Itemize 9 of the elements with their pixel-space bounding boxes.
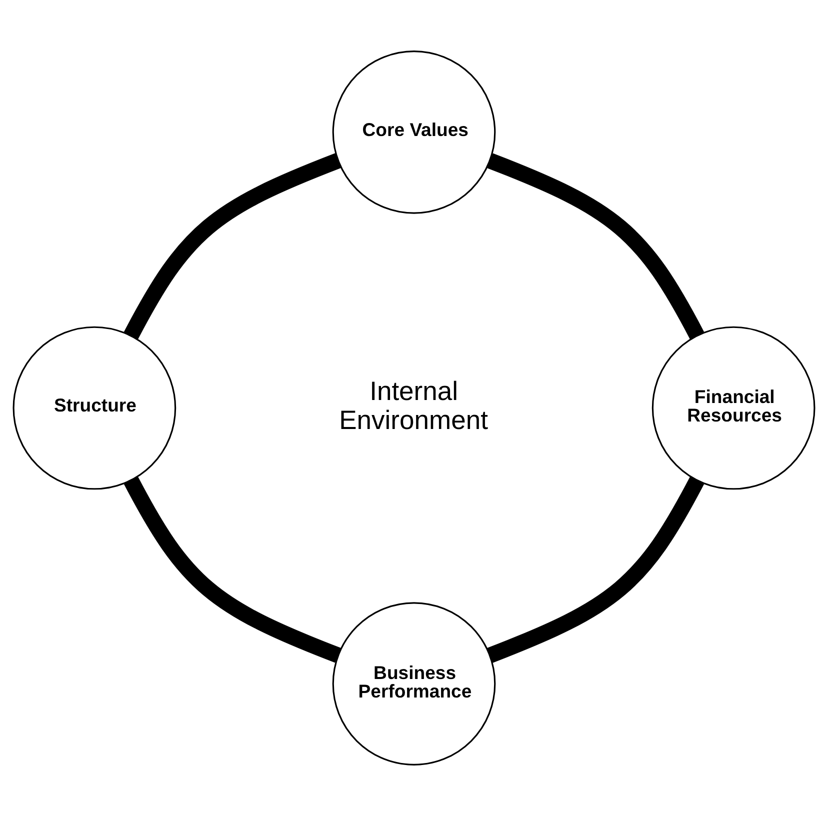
- connector: [124, 476, 341, 662]
- node-circle: Financial Resources: [652, 326, 816, 490]
- connector: [124, 152, 341, 339]
- node-circle: Core Values: [332, 50, 496, 214]
- node-circle: Structure: [12, 326, 176, 490]
- connector: [487, 152, 704, 339]
- node-circle: Business Performance: [332, 602, 496, 765]
- label: Internal Environment: [339, 376, 488, 435]
- connector: [487, 476, 704, 662]
